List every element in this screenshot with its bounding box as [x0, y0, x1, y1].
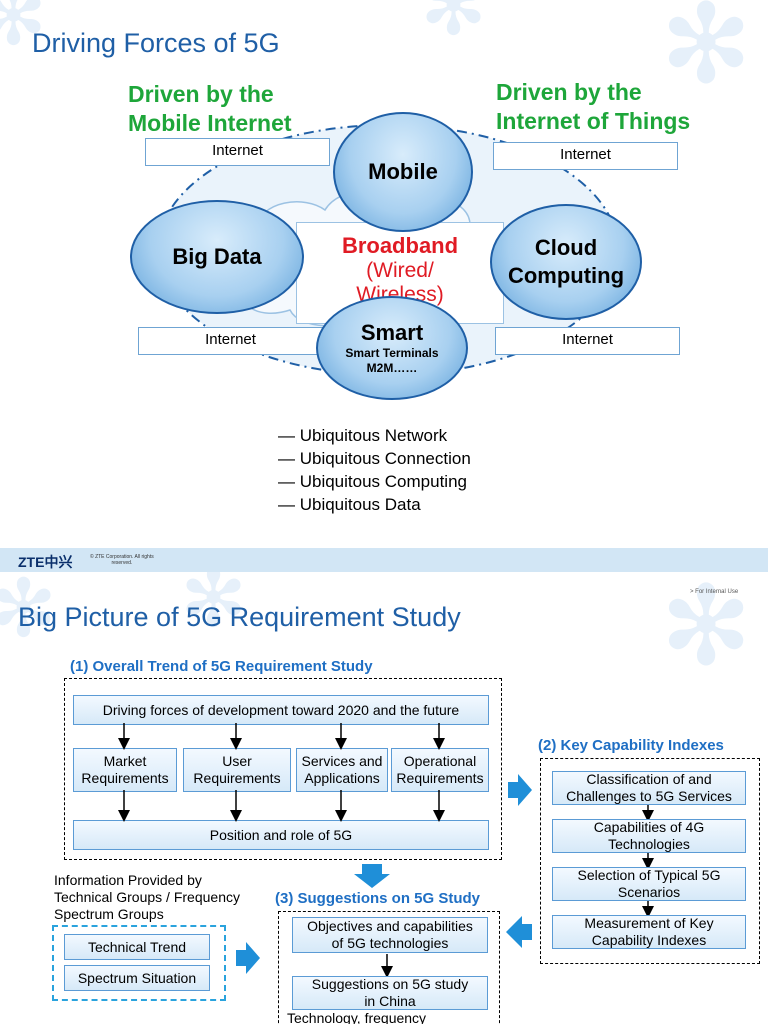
smart-node: Smart Smart Terminals M2M…… [316, 296, 468, 400]
mobile-node: Mobile [333, 112, 473, 232]
list-item: — Ubiquitous Connection [278, 449, 471, 468]
section-2-frame [540, 758, 760, 964]
spectrum-situation-box: Spectrum Situation [64, 965, 210, 991]
list-item: — Ubiquitous Network [278, 426, 448, 445]
snowflake-decoration-icon: ✻ [420, 0, 488, 51]
broadband-sub: (Wired/ [366, 259, 434, 282]
big-data-node: Big Data [130, 200, 304, 314]
slide-driving-forces: ✻ ✻ ✻ Driving Forces of 5G Driven by the… [0, 0, 753, 516]
technical-trend-box: Technical Trend [64, 934, 210, 960]
zte-logo: ZTE中兴 [18, 554, 73, 570]
internet-box-top-right: Internet [493, 142, 678, 170]
broadband-title: Broadband [341, 233, 459, 258]
snowflake-decoration-icon: ✻ [0, 0, 48, 61]
internet-box-top-left: Internet [145, 138, 330, 166]
page-title: Big Picture of 5G Requirement Study [18, 602, 461, 632]
info-frame [52, 925, 226, 1001]
section-3-heading: (3) Suggestions on 5G Study [275, 890, 481, 907]
bottom-text: Technology, frequency [287, 1010, 427, 1024]
internal-use-label: > For Internal Use [690, 589, 739, 595]
snowflake-decoration-icon: ✻ [660, 572, 753, 688]
page-title: Driving Forces of 5G [32, 28, 280, 58]
ubiquitous-list: — Ubiquitous Network — Ubiquitous Connec… [278, 424, 471, 516]
driving-forces-box: Driving forces of development toward 202… [73, 695, 489, 725]
internet-box-bottom-left: Internet [138, 327, 323, 355]
internet-box-bottom-right: Internet [495, 327, 680, 355]
list-item: — Ubiquitous Data [278, 495, 421, 514]
snowflake-decoration-icon: ✻ [180, 572, 248, 643]
section-3-frame [278, 911, 500, 1024]
list-item: — Ubiquitous Computing [278, 472, 467, 491]
slide-big-picture: ✻ ✻ ✻ > For Internal Use Big Picture of … [0, 572, 768, 1024]
position-role-box: Position and role of 5G [73, 820, 489, 850]
snowflake-decoration-icon: ✻ [0, 572, 58, 653]
section-2-heading: (2) Key Capability Indexes [538, 737, 724, 754]
snowflake-decoration-icon: ✻ [660, 0, 753, 106]
section-1-frame [64, 678, 502, 860]
connector-arrows [118, 723, 654, 978]
section-1-heading: (1) Overall Trend of 5G Requirement Stud… [70, 658, 373, 675]
